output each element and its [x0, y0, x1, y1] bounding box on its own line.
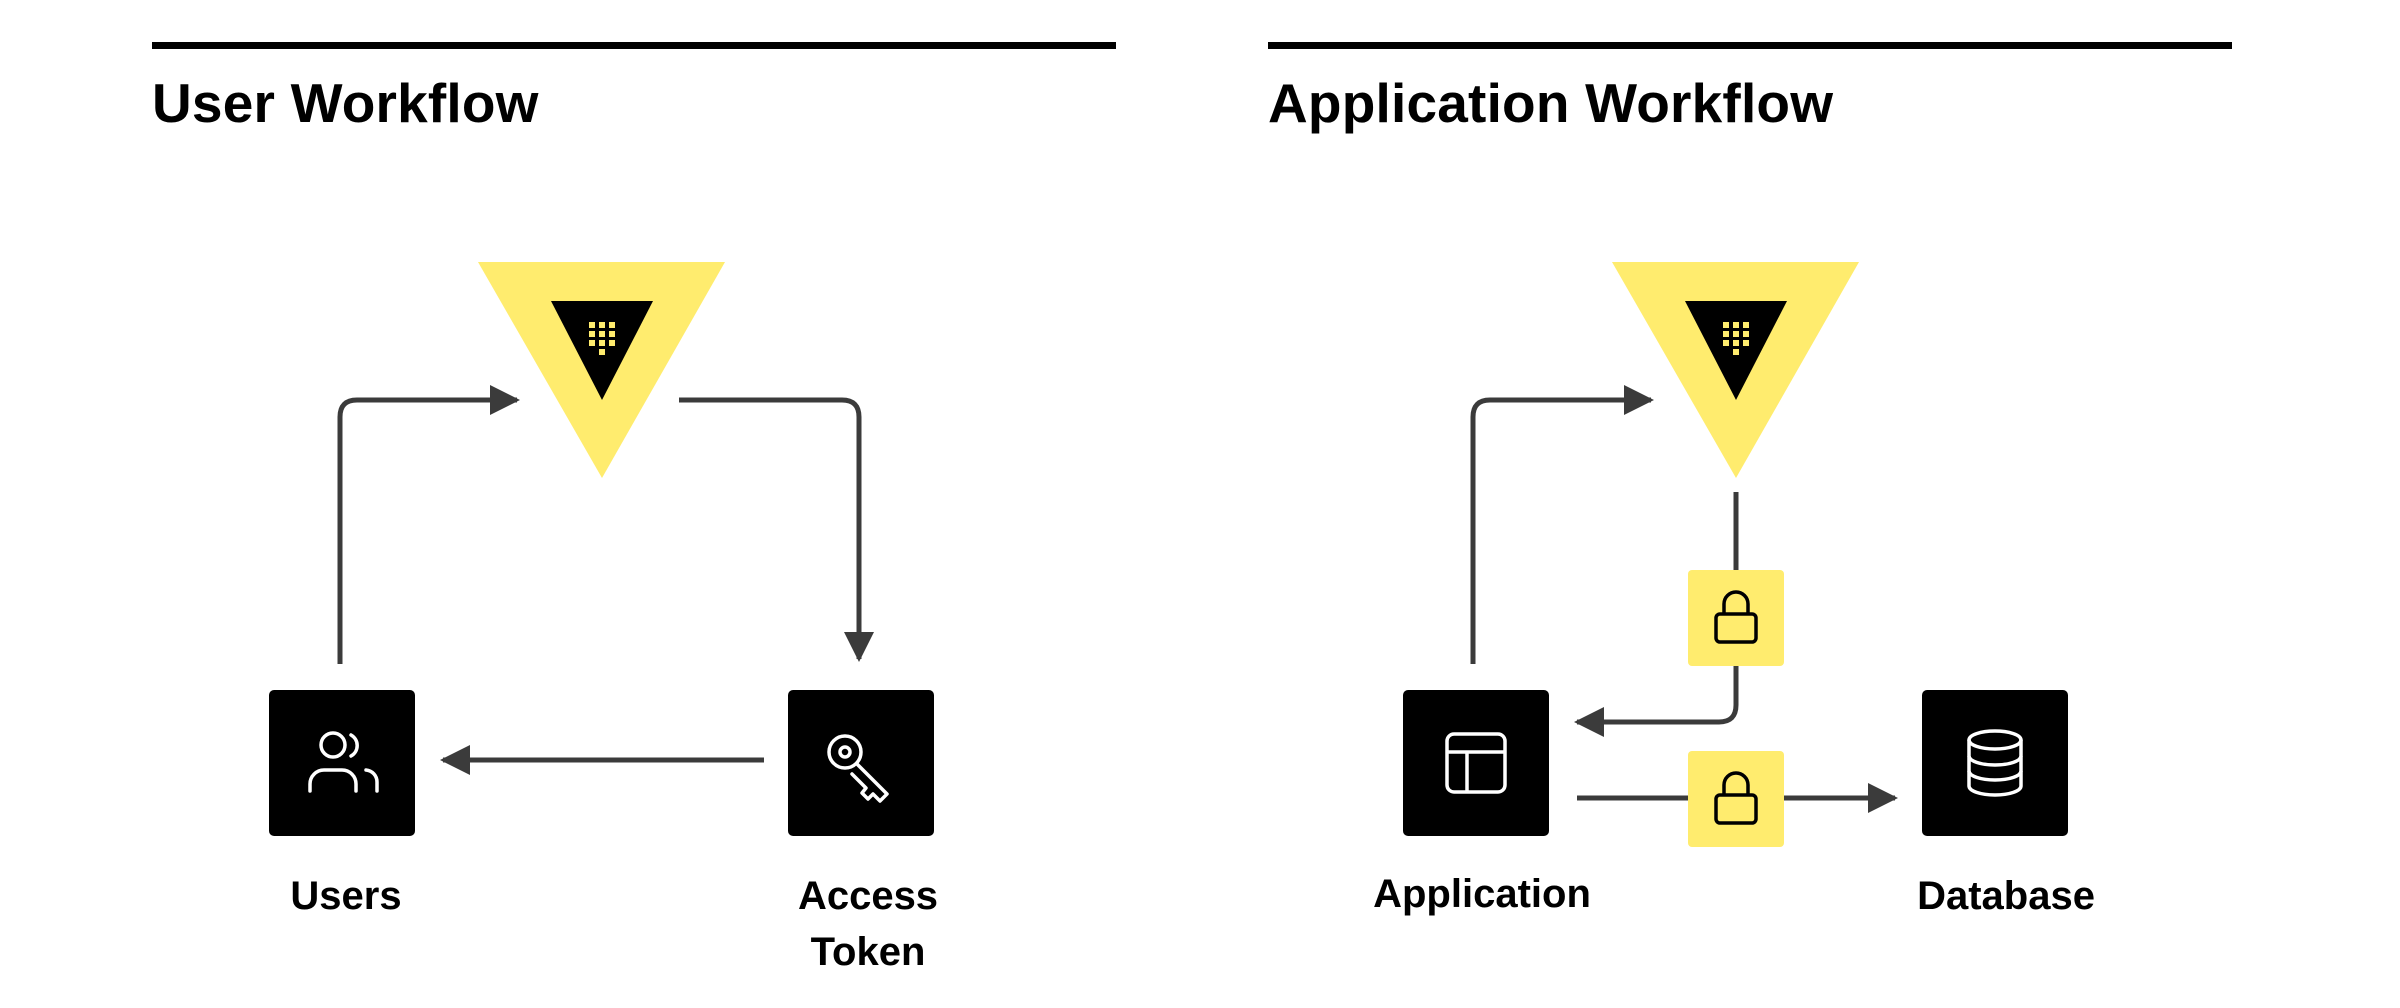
application-node	[1403, 690, 1549, 836]
vault-triangle-icon	[1612, 262, 1859, 478]
lock-icon	[1714, 771, 1758, 825]
vault-keypad-icon	[589, 322, 615, 355]
vault-triangle-icon	[478, 262, 725, 478]
application-label: Application	[1373, 872, 1591, 916]
application-workflow-diagram	[1403, 262, 2068, 847]
database-node	[1922, 690, 2068, 836]
vault-to-token-arrow	[679, 397, 874, 662]
access-token-node	[788, 690, 934, 836]
vault-keypad-icon	[1723, 322, 1749, 355]
users-node	[269, 690, 415, 836]
lower-lock-badge	[1688, 751, 1784, 847]
access-token-label: Access Token	[797, 874, 939, 974]
application-workflow-rule	[1268, 42, 2232, 49]
user-vault-node	[478, 262, 725, 478]
application-workflow-title: Application Workflow	[1268, 72, 1834, 134]
database-label: Database	[1917, 874, 2095, 918]
vault-to-application-arrow	[1574, 492, 1739, 737]
upper-lock-badge	[1688, 570, 1784, 666]
users-icon	[308, 731, 379, 793]
key-icon	[827, 734, 889, 803]
database-icon	[1967, 729, 2023, 797]
user-workflow-diagram	[269, 262, 934, 836]
application-to-vault-arrow	[1470, 385, 1654, 664]
app-vault-node	[1612, 262, 1859, 478]
users-to-vault-arrow	[337, 385, 520, 664]
user-workflow-rule	[152, 42, 1116, 49]
lock-icon	[1714, 590, 1758, 644]
user-workflow-title: User Workflow	[152, 72, 539, 134]
users-label: Users	[290, 874, 402, 918]
application-window-icon	[1445, 732, 1507, 794]
